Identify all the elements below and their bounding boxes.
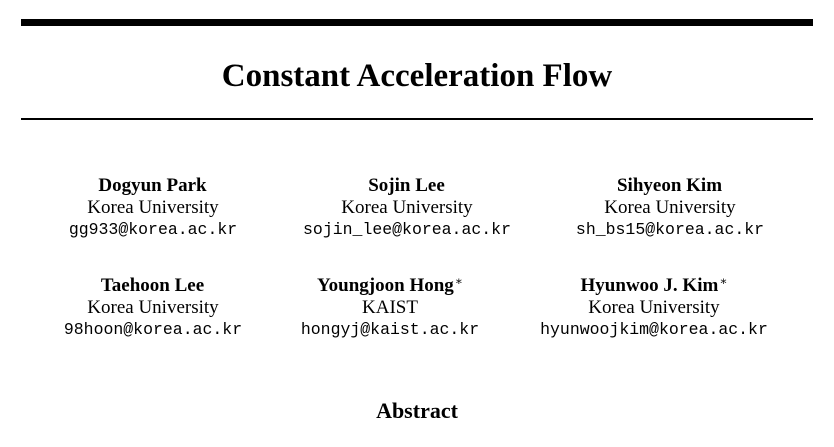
author-name: Sojin Lee xyxy=(368,175,445,196)
author-affiliation: Korea University xyxy=(588,297,720,318)
author-name: Hyunwoo J. Kim∗ xyxy=(580,274,728,296)
author-block-5: Youngjoon Hong∗ KAIST hongyj@kaist.ac.kr xyxy=(250,275,530,341)
author-email: sh_bs15@korea.ac.kr xyxy=(575,220,765,239)
abstract-heading: Abstract xyxy=(376,398,458,423)
corresponding-author-marker: ∗ xyxy=(719,274,728,288)
author-name: Sihyeon Kim xyxy=(616,175,723,196)
author-email: 98hoon@korea.ac.kr xyxy=(63,320,243,339)
author-affiliation: KAIST xyxy=(362,297,418,318)
author-affiliation: Korea University xyxy=(87,197,219,218)
author-name: Dogyun Park xyxy=(98,175,207,196)
title-bottom-rule xyxy=(21,118,813,120)
author-affiliation: Korea University xyxy=(87,297,219,318)
author-email: hongyj@kaist.ac.kr xyxy=(300,320,480,339)
author-email: gg933@korea.ac.kr xyxy=(68,220,238,239)
author-name: Taehoon Lee xyxy=(100,275,205,296)
author-affiliation: Korea University xyxy=(341,197,473,218)
author-affiliation: Korea University xyxy=(604,197,736,218)
title-top-rule xyxy=(21,19,813,26)
paper-title: Constant Acceleration Flow xyxy=(221,58,613,94)
corresponding-author-marker: ∗ xyxy=(454,274,463,288)
author-block-2: Sojin Lee Korea University sojin_lee@kor… xyxy=(267,175,547,241)
author-name: Youngjoon Hong∗ xyxy=(317,274,463,296)
author-email: sojin_lee@korea.ac.kr xyxy=(303,220,511,239)
author-block-1: Dogyun Park Korea University gg933@korea… xyxy=(13,175,293,241)
author-email: hyunwoojkim@korea.ac.kr xyxy=(540,320,768,339)
author-block-6: Hyunwoo J. Kim∗ Korea University hyunwoo… xyxy=(514,275,794,341)
author-block-3: Sihyeon Kim Korea University sh_bs15@kor… xyxy=(530,175,810,241)
author-block-4: Taehoon Lee Korea University 98hoon@kore… xyxy=(13,275,293,341)
